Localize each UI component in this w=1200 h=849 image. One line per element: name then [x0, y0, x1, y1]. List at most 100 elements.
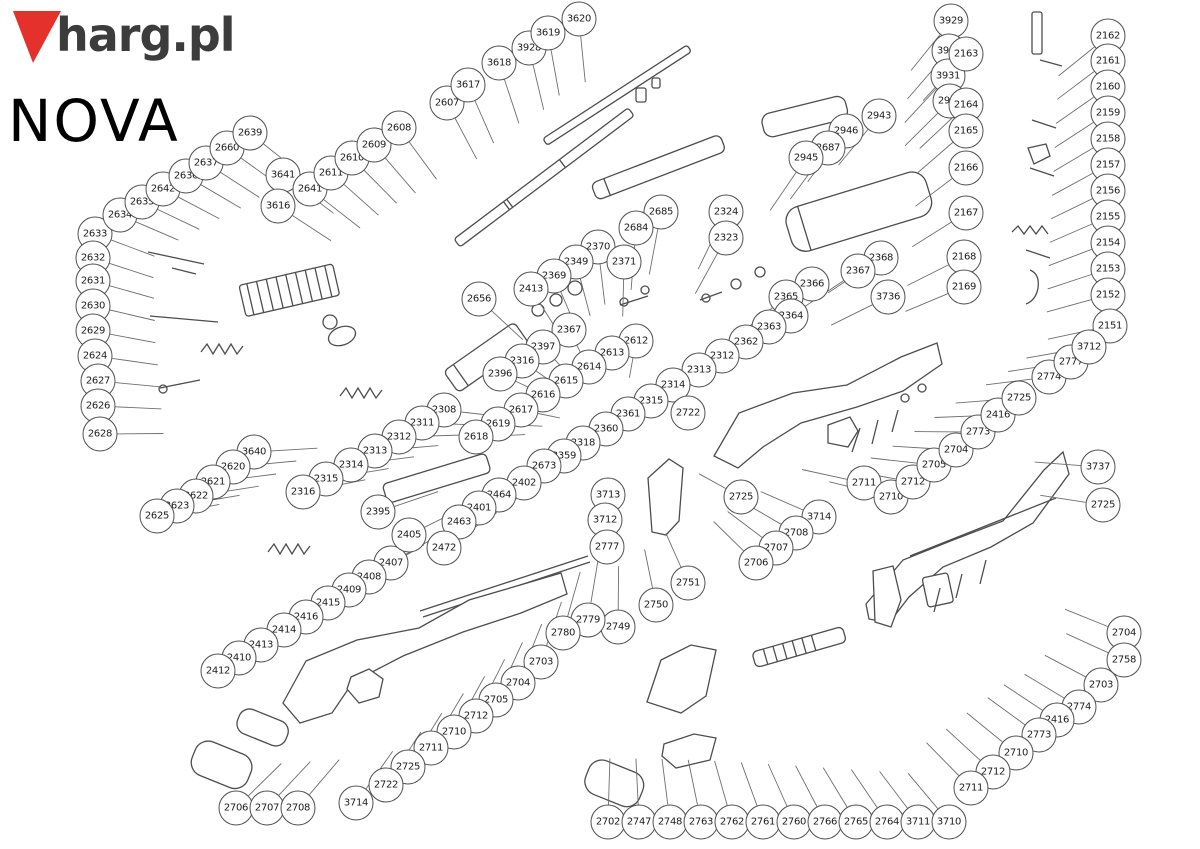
- leader-line: [504, 79, 520, 124]
- part-callout-2706: 2706: [738, 545, 774, 581]
- part-callout-2762: 2762: [714, 804, 750, 840]
- leader-line: [648, 229, 659, 275]
- part-callout-2396: 2396: [482, 356, 518, 392]
- leader-line: [491, 310, 524, 341]
- part-callout-2413: 2413: [513, 271, 549, 307]
- part-callout-2943: 2943: [861, 98, 897, 134]
- leader-line: [1053, 147, 1094, 172]
- leader-line: [698, 473, 726, 489]
- leader-line: [135, 221, 179, 241]
- leader-line: [1050, 198, 1093, 220]
- part-callout-3616: 3616: [260, 188, 296, 224]
- part-callout-2152: 2152: [1090, 277, 1126, 313]
- part-callout-2684: 2684: [618, 210, 654, 246]
- part-callout-3929: 3929: [933, 3, 969, 39]
- leader-line: [110, 333, 156, 344]
- leader-line: [112, 357, 158, 366]
- part-callout-2750: 2750: [638, 587, 674, 623]
- leader-line: [394, 491, 439, 507]
- part-callout-3710: 3710: [931, 804, 967, 840]
- part-callout-2761: 2761: [745, 804, 781, 840]
- leader-line: [1048, 248, 1092, 267]
- stock-right-drawing: [865, 450, 1070, 628]
- part-callout-2765: 2765: [838, 804, 874, 840]
- leader-line: [644, 549, 653, 588]
- leader-line: [408, 141, 437, 180]
- part-callout-2702: 2702: [590, 804, 626, 840]
- part-callout-2371: 2371: [606, 244, 642, 280]
- part-callout-2711: 2711: [953, 770, 989, 806]
- part-callout-2157: 2157: [1090, 147, 1126, 183]
- part-callout-3714: 3714: [338, 785, 374, 821]
- part-callout-3712: 3712: [1071, 329, 1107, 365]
- leader-line: [838, 129, 869, 166]
- part-callout-2706: 2706: [218, 790, 254, 826]
- part-callout-2708: 2708: [280, 790, 316, 826]
- part-callout-2155: 2155: [1090, 199, 1126, 235]
- leader-line: [343, 184, 379, 216]
- air-cylinder-drawing: [752, 95, 933, 668]
- leader-line: [945, 728, 981, 761]
- leader-line: [767, 763, 788, 807]
- part-callout-2163: 2163: [948, 36, 984, 72]
- part-callout-2763: 2763: [683, 804, 719, 840]
- leader-line: [628, 358, 634, 378]
- leader-line: [904, 113, 938, 147]
- part-callout-2395: 2395: [360, 494, 396, 530]
- part-callout-2747: 2747: [621, 804, 657, 840]
- part-callout-2628: 2628: [82, 416, 118, 452]
- leader-line: [1051, 173, 1093, 196]
- part-callout-2656: 2656: [461, 281, 497, 317]
- leader-line: [987, 697, 1026, 726]
- leader-line: [1040, 494, 1086, 503]
- leader-line: [1047, 274, 1092, 290]
- leader-line: [665, 533, 682, 568]
- part-callout-2323: 2323: [708, 220, 744, 256]
- leader-line: [1054, 122, 1094, 148]
- leader-line: [760, 491, 804, 511]
- part-callout-2313: 2313: [681, 352, 717, 388]
- leader-line: [580, 36, 586, 83]
- leader-line: [830, 304, 873, 326]
- part-callout-3617: 3617: [450, 67, 486, 103]
- part-callout-2165: 2165: [948, 113, 984, 149]
- leader-line: [801, 469, 847, 480]
- leader-line: [385, 157, 416, 194]
- leader-line: [109, 285, 155, 299]
- part-callout-2764: 2764: [869, 804, 905, 840]
- leader-line: [111, 239, 155, 257]
- leader-line: [454, 118, 478, 160]
- leader-line: [608, 758, 611, 805]
- leader-line: [919, 116, 954, 149]
- leader-line: [822, 767, 848, 808]
- leader-line: [220, 172, 260, 198]
- leader-line: [926, 742, 960, 776]
- part-callout-2618: 2618: [458, 419, 494, 455]
- leader-line: [278, 761, 311, 796]
- logo-text: harg.pl: [56, 8, 236, 62]
- leader-line: [917, 142, 954, 173]
- leader-line: [915, 178, 953, 207]
- leader-line: [661, 758, 669, 805]
- part-callout-2725: 2725: [1001, 380, 1037, 416]
- part-callout-2367: 2367: [840, 253, 876, 289]
- leader-line: [538, 413, 560, 419]
- leader-line: [1044, 654, 1086, 678]
- leader-line: [1024, 673, 1065, 699]
- leader-line: [635, 758, 639, 805]
- leader-line: [1034, 461, 1081, 467]
- part-callout-2725: 2725: [723, 479, 759, 515]
- part-callout-2758: 2758: [1106, 642, 1142, 678]
- barrel-drawing: [382, 45, 725, 618]
- part-callout-3737: 3737: [1080, 449, 1116, 485]
- small-parts-drawing: [147, 11, 1063, 613]
- leader-line: [714, 760, 728, 806]
- leader-line: [740, 762, 758, 806]
- part-callout-2316: 2316: [285, 474, 321, 510]
- leader-line: [1058, 46, 1095, 77]
- part-callout-2722: 2722: [670, 395, 706, 431]
- part-callout-3714: 3714: [801, 499, 837, 535]
- stock-left-drawing: [190, 572, 568, 790]
